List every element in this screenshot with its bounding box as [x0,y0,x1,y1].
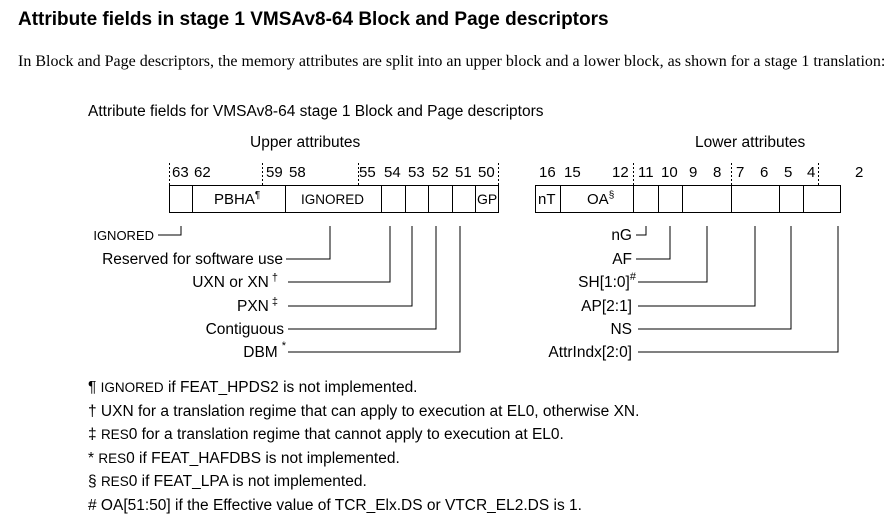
upper-attributes-title: Upper attributes [250,134,361,151]
bit-62: 62 [194,164,211,181]
label-reserved-software: Reserved for software use [102,251,283,268]
footnote-hash: # OA[51:50] if the Effective value of TC… [88,496,582,514]
bit-55: 55 [359,164,376,181]
upper-leader-lines [158,226,461,353]
field-pbha: PBHA¶ [214,190,260,208]
label-af: AF [612,251,632,268]
bit-16: 16 [539,164,556,181]
lower-leader-lines [636,226,839,353]
footnote-asterisk: * RES0 if FEAT_HAFDBS is not implemented… [88,449,400,467]
field-oa: OA§ [587,190,614,208]
footnote-double-dagger: ‡ RES0 for a translation regime that can… [88,426,564,444]
footnote-section: § RES0 if FEAT_LPA is not implemented. [88,473,367,491]
label-uxn-xn: UXN or XN† [192,272,278,291]
label-dbm: DBM* [243,340,286,361]
lower-attributes-title: Lower attributes [695,134,806,151]
figure-caption: Attribute fields for VMSAv8-64 stage 1 B… [88,103,544,120]
bit-15: 15 [564,164,581,181]
label-ap: AP[2:1] [581,298,632,315]
bit-6: 6 [760,164,768,181]
bit-59: 59 [266,164,283,181]
upper-bit-ticks [169,163,499,185]
bit-4: 4 [807,164,815,181]
label-ignored: IGNORED [93,228,154,243]
field-nt: nT [538,191,556,208]
label-pxn: PXN‡ [237,296,278,315]
label-attrindx: AttrIndx[2:0] [548,344,632,361]
section-heading: Attribute fields in stage 1 VMSAv8-64 Bl… [18,9,609,30]
bit-7: 7 [736,164,744,181]
bit-2: 2 [855,164,863,181]
field-ignored: IGNORED [301,192,364,207]
field-gp: GP [477,191,497,207]
bit-51: 51 [455,164,472,181]
bit-63: 63 [172,164,189,181]
footnote-pilcrow: ¶ IGNORED if FEAT_HPDS2 is not implement… [88,379,418,396]
bit-10: 10 [661,164,678,181]
footnote-dagger: † UXN for a translation regime that can … [88,402,640,420]
bit-8: 8 [713,164,721,181]
label-ng: nG [611,227,632,244]
lower-bit-numbers: 16 15 12 11 10 9 8 7 6 5 4 2 [539,164,863,181]
label-ns: NS [610,321,632,338]
bit-50: 50 [478,164,495,181]
bit-11: 11 [638,164,654,181]
label-contiguous: Contiguous [206,321,285,338]
upper-bit-numbers: 63 62 59 58 55 54 53 52 51 50 [172,164,495,181]
bit-53: 53 [408,164,425,181]
lower-register [535,185,841,213]
upper-register [169,185,499,213]
footnotes: ¶ IGNORED if FEAT_HPDS2 is not implement… [88,376,639,518]
bit-52: 52 [432,164,449,181]
intro-paragraph: In Block and Page descriptors, the memor… [18,53,886,70]
label-sh: SH[1:0]# [578,271,637,291]
bit-54: 54 [384,164,401,181]
bit-12: 12 [612,164,629,181]
bit-9: 9 [689,164,697,181]
bit-58: 58 [289,164,306,181]
bit-5: 5 [784,164,792,181]
